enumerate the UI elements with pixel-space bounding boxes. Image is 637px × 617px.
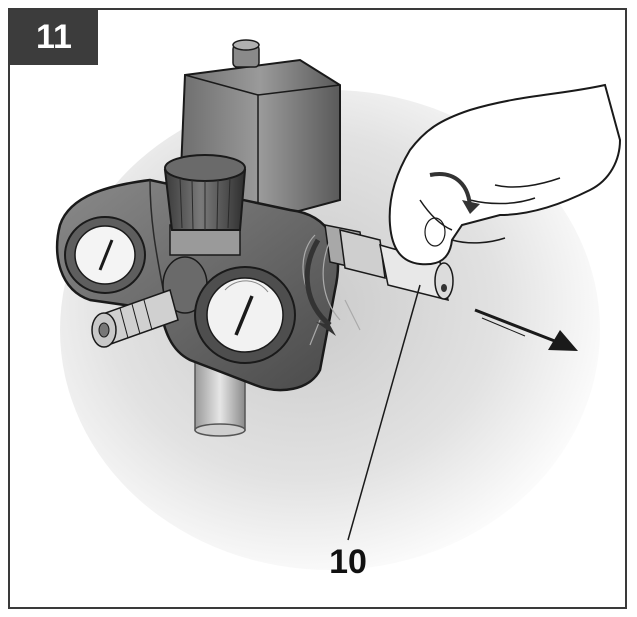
rotate-arrow-icon — [304, 238, 336, 336]
callout-leader-line — [347, 284, 421, 541]
quick-coupler-icon — [324, 224, 454, 302]
callout-label: 10 — [329, 543, 367, 581]
pull-direction-arrow-icon — [474, 308, 578, 351]
left-gauge-icon — [64, 216, 146, 294]
step-number-badge: 11 — [10, 10, 98, 65]
regulator-knob-icon — [163, 154, 247, 256]
right-gauge-icon — [194, 266, 296, 364]
hand-icon — [388, 83, 622, 266]
outlet-fitting — [91, 289, 179, 348]
twist-arrow-icon — [429, 172, 480, 214]
